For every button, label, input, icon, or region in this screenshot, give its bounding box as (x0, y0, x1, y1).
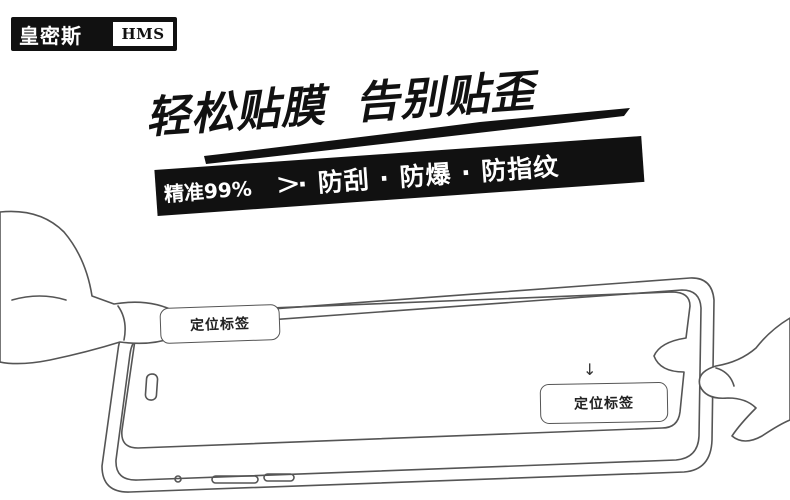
right-hand (698, 317, 790, 442)
headline-underline-stroke (204, 108, 630, 164)
speaker-grille (211, 475, 259, 484)
brand-name-en: HMS (113, 22, 173, 46)
brand-name-cn: 皇密斯 (19, 23, 82, 48)
headline-part-2: 告别贴歪 (353, 65, 537, 130)
screen-protector-film (121, 291, 691, 449)
mic-hole (174, 475, 182, 483)
left-hand (0, 210, 183, 365)
headline-part-1: 轻松贴膜 (143, 80, 328, 145)
arrow-down-icon: ↓ (583, 360, 597, 379)
positioning-tag-right: 定位标签 (539, 381, 669, 425)
brand-logo: 皇密斯 HMS (11, 17, 177, 51)
side-button (144, 373, 159, 401)
accuracy-text: 精准99% (163, 175, 253, 206)
phone-inner-bezel (115, 289, 702, 481)
chevron-right-icon: > (274, 165, 303, 203)
port (263, 473, 295, 482)
positioning-tag-left: 定位标签 (159, 303, 281, 345)
